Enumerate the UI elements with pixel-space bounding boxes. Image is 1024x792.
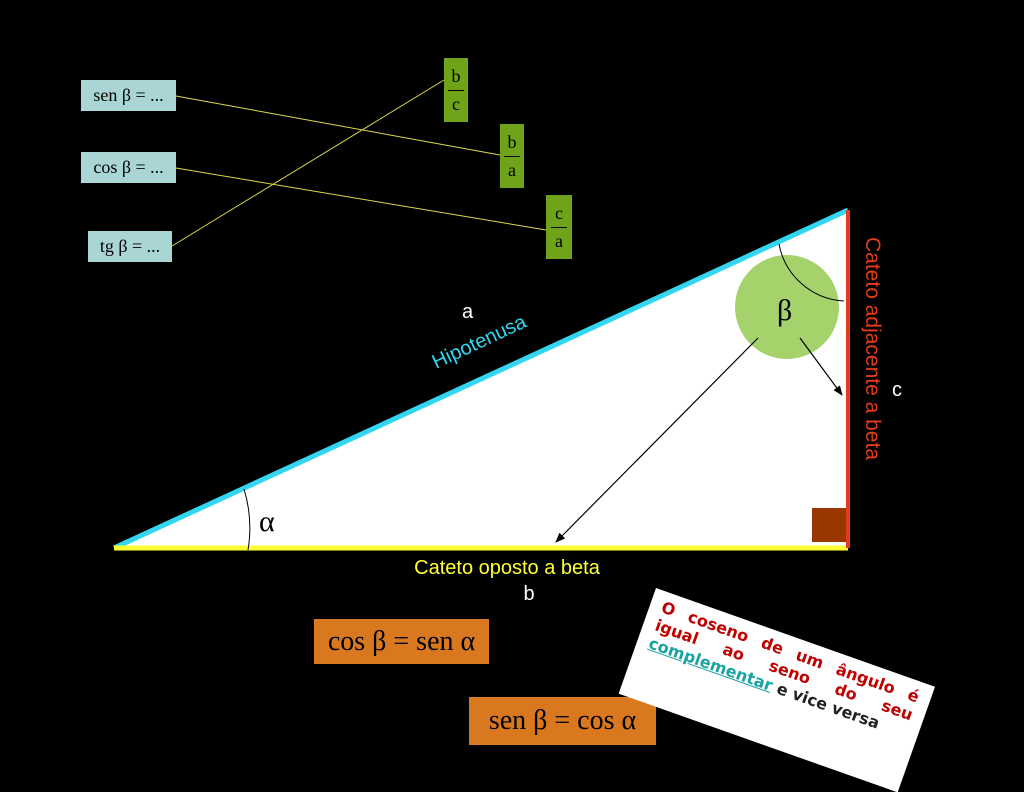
beta-arc (778, 243, 845, 302)
fraction-bar (504, 155, 520, 157)
hypotenuse-side (112, 207, 850, 551)
beta-arrow-to-opposite (555, 337, 759, 543)
connector-sen-to-b-over-a (175, 95, 501, 156)
connector-tg-to-b-over-c (171, 79, 445, 247)
fraction-denominator: c (452, 93, 460, 114)
fraction-denominator: a (555, 230, 563, 251)
beta-circle (735, 255, 839, 359)
fraction-b-over-a: b a (500, 124, 524, 188)
diagram-canvas: α β a Hipotenusa Cateto oposto a beta b … (112, 79, 902, 605)
fraction-bar (551, 226, 567, 228)
cos-beta-prompt: cos β = ... (81, 152, 176, 183)
cos-beta-identity-text: cos β = sen α (327, 625, 476, 657)
fraction-b-over-c: b c (444, 58, 468, 122)
tg-beta-text: tg β = ... (99, 236, 161, 256)
opposite-letter: b (523, 583, 534, 605)
fraction-numerator: c (555, 202, 563, 223)
sen-beta-identity: sen β = cos α (469, 697, 656, 745)
right-angle-marker (812, 508, 846, 542)
adjacent-label: Cateto adjacente a beta (861, 237, 884, 460)
beta-symbol: β (777, 294, 792, 327)
fraction-bar (448, 89, 464, 91)
fraction-numerator: b (451, 65, 461, 86)
cos-beta-identity: cos β = sen α (314, 619, 489, 664)
opposite-label: Cateto oposto a beta (414, 557, 601, 579)
adjacent-letter: c (892, 379, 902, 401)
cos-beta-text: cos β = ... (93, 157, 164, 177)
beta-arrow-to-adjacent (799, 337, 843, 396)
sen-beta-identity-text: sen β = cos α (488, 705, 637, 736)
alpha-arc (243, 488, 251, 551)
alpha-symbol: α (259, 505, 275, 538)
fraction-numerator: b (507, 131, 517, 152)
sen-beta-text: sen β = ... (93, 85, 164, 105)
fraction-c-over-a: c a (546, 195, 572, 259)
tg-beta-prompt: tg β = ... (88, 231, 172, 262)
fraction-denominator: a (508, 159, 516, 180)
hypotenuse-letter: a (462, 301, 474, 323)
connector-cos-to-c-over-a (175, 167, 547, 231)
sen-beta-prompt: sen β = ... (81, 80, 176, 111)
